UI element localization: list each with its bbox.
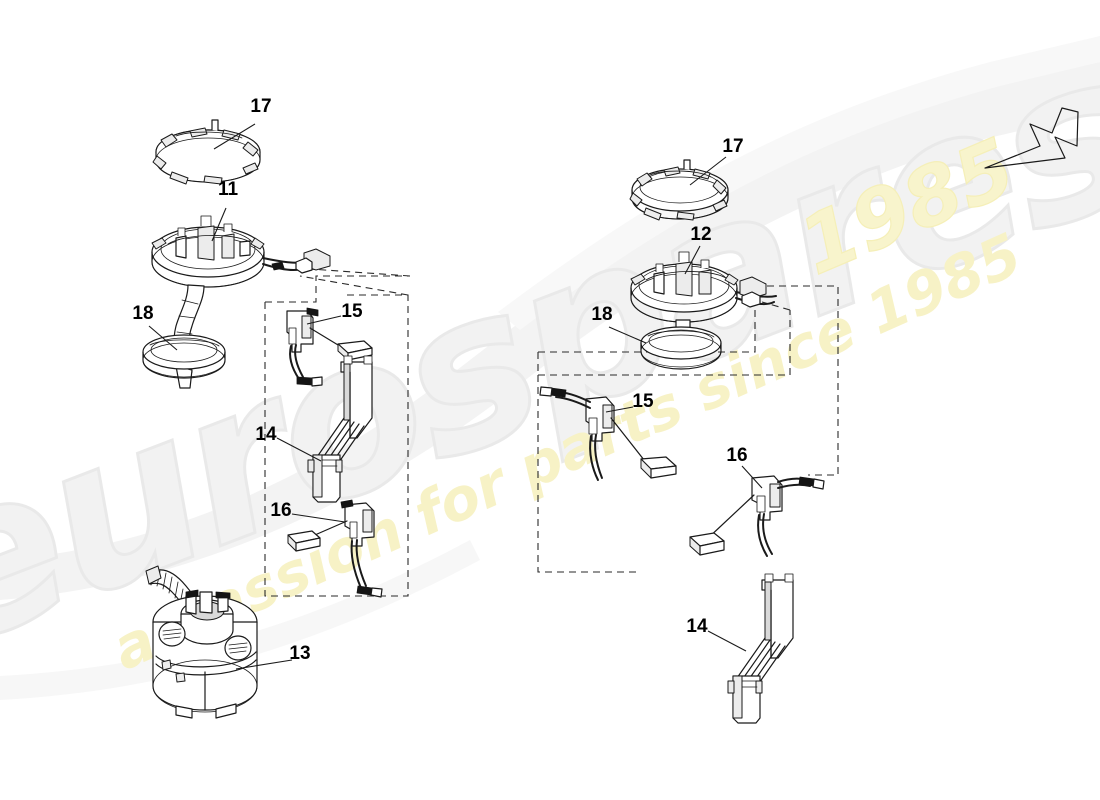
part-14-sender-bracket-right xyxy=(727,573,794,724)
callout-number-12: 12 xyxy=(690,224,711,245)
swoosh-shapes xyxy=(0,36,1100,700)
callout-number-16-right: 16 xyxy=(726,445,747,466)
callout-number-16-left: 16 xyxy=(270,500,291,521)
dashed-group-boxes xyxy=(264,267,839,597)
part-18-seal-ring-left xyxy=(142,334,226,379)
callout-number-18-left: 18 xyxy=(132,303,153,324)
part-17-locking-ring-right xyxy=(629,159,729,221)
part-16-fuel-level-sender-left-lower xyxy=(287,499,383,598)
part-12-fuel-delivery-unit-right xyxy=(630,251,777,331)
callout-number-17-right: 17 xyxy=(722,136,743,157)
callout-number-13: 13 xyxy=(289,643,310,664)
part-11-fuel-delivery-unit-left xyxy=(151,215,331,389)
part-16-fuel-level-sender-right xyxy=(689,475,825,557)
callout-numbers: 17 11 18 15 14 16 13 17 12 18 15 16 14 xyxy=(132,96,747,664)
part-13-fuel-pump xyxy=(145,565,258,719)
part-17-locking-ring-left xyxy=(152,119,261,185)
part-14-sender-bracket-left xyxy=(307,355,373,503)
part-15-fuel-level-sender-left xyxy=(286,307,373,387)
callout-leaders xyxy=(148,123,763,670)
callout-number-15-right: 15 xyxy=(632,391,654,412)
part-18-seal-ring-right xyxy=(640,326,722,370)
callout-number-17-left: 17 xyxy=(250,96,271,117)
forward-direction-arrow xyxy=(984,107,1079,169)
callout-number-11: 11 xyxy=(218,179,239,200)
callout-number-18-right: 18 xyxy=(591,304,612,325)
part-15-fuel-level-sender-right xyxy=(539,386,677,481)
callout-number-14-left: 14 xyxy=(255,424,277,445)
callout-number-15-left: 15 xyxy=(341,301,363,322)
callout-number-14-right: 14 xyxy=(686,616,708,637)
